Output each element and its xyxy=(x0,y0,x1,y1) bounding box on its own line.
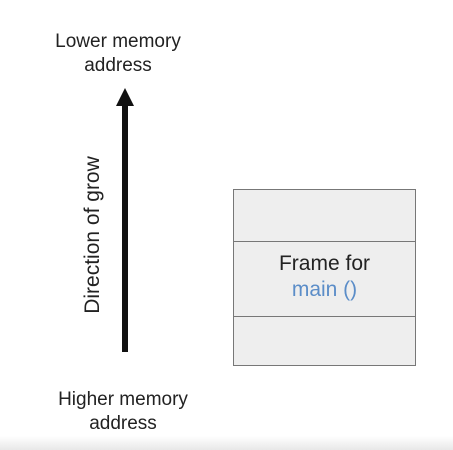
growth-arrow-icon xyxy=(116,88,134,352)
lower-memory-address-label: Lower memory address xyxy=(23,30,213,78)
stack-memory: Frame for main () xyxy=(233,189,416,366)
stack-frame-top xyxy=(234,190,415,242)
lower-memory-line1: Lower memory xyxy=(55,31,181,52)
bottom-shade xyxy=(0,436,453,450)
higher-memory-line2: address xyxy=(89,413,157,434)
higher-memory-address-label: Higher memory address xyxy=(23,388,223,436)
frame-function-name: main () xyxy=(291,278,358,301)
direction-of-grow-label: Direction of grow xyxy=(81,156,104,314)
frame-label: Frame for xyxy=(278,252,370,275)
stack-frame-bottom xyxy=(234,318,415,365)
lower-memory-line2: address xyxy=(84,55,152,76)
stack-frame-main: Frame for main () xyxy=(234,241,415,317)
higher-memory-line1: Higher memory xyxy=(58,389,188,410)
arrow-shaft xyxy=(122,104,128,352)
arrow-head xyxy=(116,88,134,106)
